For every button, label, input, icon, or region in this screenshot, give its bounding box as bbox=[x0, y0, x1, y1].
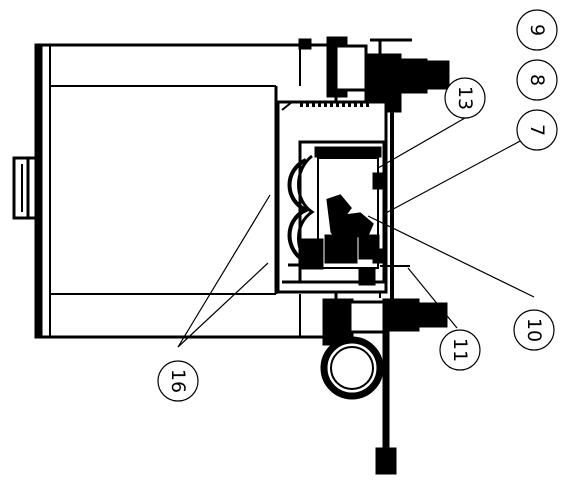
svg-text:16: 16 bbox=[167, 369, 189, 393]
bottom-pipe-assembly bbox=[322, 298, 448, 346]
callout-16: 16 bbox=[157, 360, 199, 402]
leader-lines bbox=[177, 117, 538, 348]
svg-text:8: 8 bbox=[526, 74, 548, 86]
callout-7: 7 bbox=[516, 109, 558, 151]
internal-mechanism bbox=[276, 100, 410, 294]
callout-13: 13 bbox=[444, 77, 486, 119]
svg-text:9: 9 bbox=[526, 24, 548, 36]
leader-11 bbox=[407, 267, 458, 329]
svg-text:10: 10 bbox=[523, 318, 545, 342]
handle bbox=[12, 156, 36, 220]
leader-10 bbox=[367, 215, 535, 298]
leader-7 bbox=[383, 131, 538, 215]
callout-9: 9 bbox=[516, 9, 558, 51]
svg-text:13: 13 bbox=[454, 86, 476, 110]
svg-text:11: 11 bbox=[449, 338, 471, 362]
drain-valve bbox=[320, 320, 397, 475]
callout-11: 11 bbox=[439, 329, 481, 371]
callout-8: 8 bbox=[516, 59, 558, 101]
svg-text:7: 7 bbox=[526, 124, 548, 136]
leader-16a bbox=[177, 194, 271, 348]
callout-10: 10 bbox=[513, 309, 555, 351]
leader-13 bbox=[377, 117, 466, 169]
leader-16b bbox=[177, 262, 269, 348]
